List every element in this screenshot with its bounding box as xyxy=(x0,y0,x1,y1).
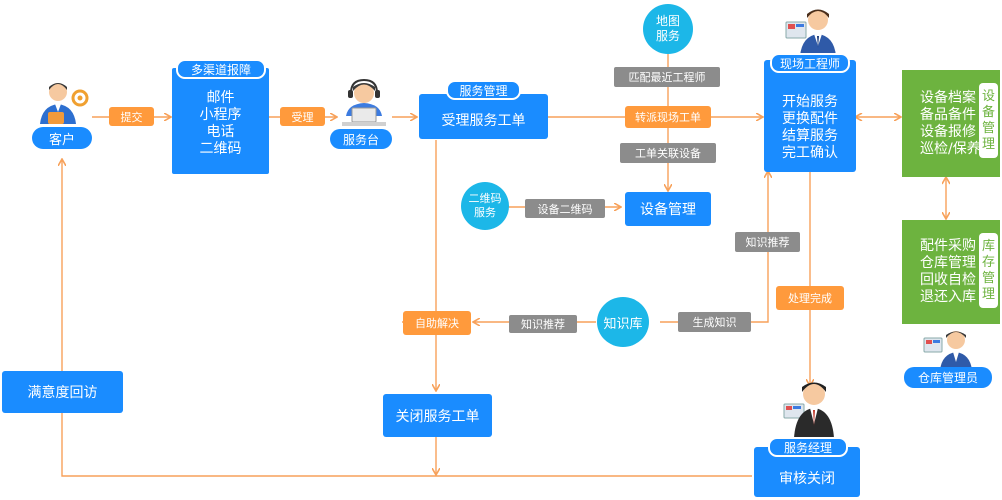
engineer-line-3: 结算服务 xyxy=(782,128,838,144)
label-generate-knowledge: 生成知识 xyxy=(678,312,751,332)
archive-side-4: 理 xyxy=(981,136,995,152)
channels-box[interactable]: 邮件 小程序 电话 二维码 xyxy=(172,68,269,174)
inventory-line-1: 配件采购 xyxy=(920,238,976,254)
channels-line-2: 小程序 xyxy=(199,107,242,123)
label-process-done: 处理完成 xyxy=(776,286,844,310)
inventory-side-3: 管 xyxy=(981,270,995,286)
archive-side-3: 管 xyxy=(981,120,995,136)
qr-service-line-1: 二维码 xyxy=(468,192,502,205)
close-ticket-box[interactable]: 关闭服务工单 xyxy=(383,394,492,437)
equipment-archive-side: 设 备 管 理 xyxy=(979,83,998,158)
engineer-line-2: 更换配件 xyxy=(782,111,838,127)
archive-line-3: 设备报修 xyxy=(920,123,976,140)
service-mgmt-header: 服务管理 xyxy=(446,80,521,100)
label-device-qr: 设备二维码 xyxy=(525,199,605,218)
channels-line-1: 邮件 xyxy=(206,90,235,106)
engineer-line-1: 开始服务 xyxy=(782,94,838,110)
helpdesk-node[interactable]: 服务台 xyxy=(330,129,392,149)
field-engineer-header-label: 现场工程师 xyxy=(779,56,840,71)
close-ticket-label: 关闭服务工单 xyxy=(395,408,480,425)
label-knowledge-recommend-2-text: 知识推荐 xyxy=(521,318,565,331)
service-mgmt-header-label: 服务管理 xyxy=(459,83,508,98)
archive-line-4: 巡检/保养 xyxy=(920,140,981,157)
map-service-line-1: 地图 xyxy=(655,14,680,28)
inventory-side-4: 理 xyxy=(981,286,995,302)
inventory-side-1: 库 xyxy=(981,238,995,254)
label-dispatch-text: 转派现场工单 xyxy=(635,111,701,124)
warehouse-admin-avatar-icon xyxy=(923,331,972,370)
archive-line-2: 备品备件 xyxy=(920,106,976,123)
label-accept-text: 受理 xyxy=(291,110,314,124)
helpdesk-label: 服务台 xyxy=(342,132,379,147)
warehouse-admin-node[interactable]: 仓库管理员 xyxy=(904,367,992,388)
inventory-line-3: 回收自检 xyxy=(920,272,976,288)
label-knowledge-recommend-2: 知识推荐 xyxy=(509,315,577,333)
service-mgmt-box[interactable]: 受理服务工单 xyxy=(419,94,548,139)
label-link-device: 工单关联设备 xyxy=(620,143,716,163)
label-self-resolve-text: 自助解决 xyxy=(415,317,459,330)
service-manager-header: 服务经理 xyxy=(768,437,848,457)
qr-service-line-2: 服务 xyxy=(474,206,496,219)
customer-avatar-icon xyxy=(40,83,89,124)
label-self-resolve: 自助解决 xyxy=(403,311,471,335)
service-manager-header-label: 服务经理 xyxy=(783,440,832,455)
archive-side-1: 设 xyxy=(981,88,995,104)
label-dispatch: 转派现场工单 xyxy=(625,106,711,128)
channels-header-label: 多渠道报障 xyxy=(190,62,251,77)
inventory-line-4: 退还入库 xyxy=(920,289,976,305)
label-knowledge-recommend-1: 知识推荐 xyxy=(735,232,800,252)
service-manager-label: 审核关闭 xyxy=(779,471,835,487)
connector-manager-satisfaction xyxy=(62,160,752,477)
field-engineer-avatar-icon xyxy=(785,9,836,56)
customer-node[interactable]: 客户 xyxy=(32,127,92,149)
helpdesk-avatar-icon xyxy=(342,78,386,126)
device-mgmt-box[interactable]: 设备管理 xyxy=(625,192,711,226)
label-link-device-text: 工单关联设备 xyxy=(635,147,701,160)
service-manager-avatar-icon xyxy=(783,382,834,438)
field-engineer-box[interactable]: 开始服务 更换配件 结算服务 完工确认 xyxy=(764,60,856,172)
label-match-text: 匹配最近工程师 xyxy=(628,71,706,84)
knowledge-base-label: 知识库 xyxy=(603,316,643,332)
field-engineer-header: 现场工程师 xyxy=(770,53,850,73)
map-service-node[interactable]: 地图 服务 xyxy=(643,4,693,54)
channels-line-3: 电话 xyxy=(206,124,235,140)
label-process-done-text: 处理完成 xyxy=(788,292,832,305)
satisfaction-box[interactable]: 满意度回访 xyxy=(2,371,123,413)
service-mgmt-label: 受理服务工单 xyxy=(441,112,526,129)
warehouse-admin-label: 仓库管理员 xyxy=(917,371,978,385)
label-submit-text: 提交 xyxy=(120,110,143,124)
label-knowledge-recommend-1-text: 知识推荐 xyxy=(745,236,790,249)
inventory-side-2: 存 xyxy=(981,254,995,270)
map-service-line-2: 服务 xyxy=(655,29,680,43)
device-mgmt-label: 设备管理 xyxy=(640,202,696,218)
label-match: 匹配最近工程师 xyxy=(614,67,720,87)
label-submit: 提交 xyxy=(109,107,154,126)
archive-side-2: 备 xyxy=(981,104,995,120)
label-device-qr-text: 设备二维码 xyxy=(537,202,593,216)
engineer-line-4: 完工确认 xyxy=(782,145,838,161)
label-accept: 受理 xyxy=(280,107,325,126)
inventory-line-2: 仓库管理 xyxy=(920,255,976,271)
channels-header: 多渠道报障 xyxy=(176,59,266,79)
label-generate-knowledge-text: 生成知识 xyxy=(692,316,737,329)
archive-line-1: 设备档案 xyxy=(920,89,976,106)
knowledge-base-node[interactable]: 知识库 xyxy=(597,297,649,347)
channels-line-4: 二维码 xyxy=(199,141,242,157)
customer-label: 客户 xyxy=(48,132,75,148)
satisfaction-label: 满意度回访 xyxy=(27,385,98,401)
qr-service-node[interactable]: 二维码 服务 xyxy=(461,182,509,230)
inventory-side: 库 存 管 理 xyxy=(979,233,998,308)
